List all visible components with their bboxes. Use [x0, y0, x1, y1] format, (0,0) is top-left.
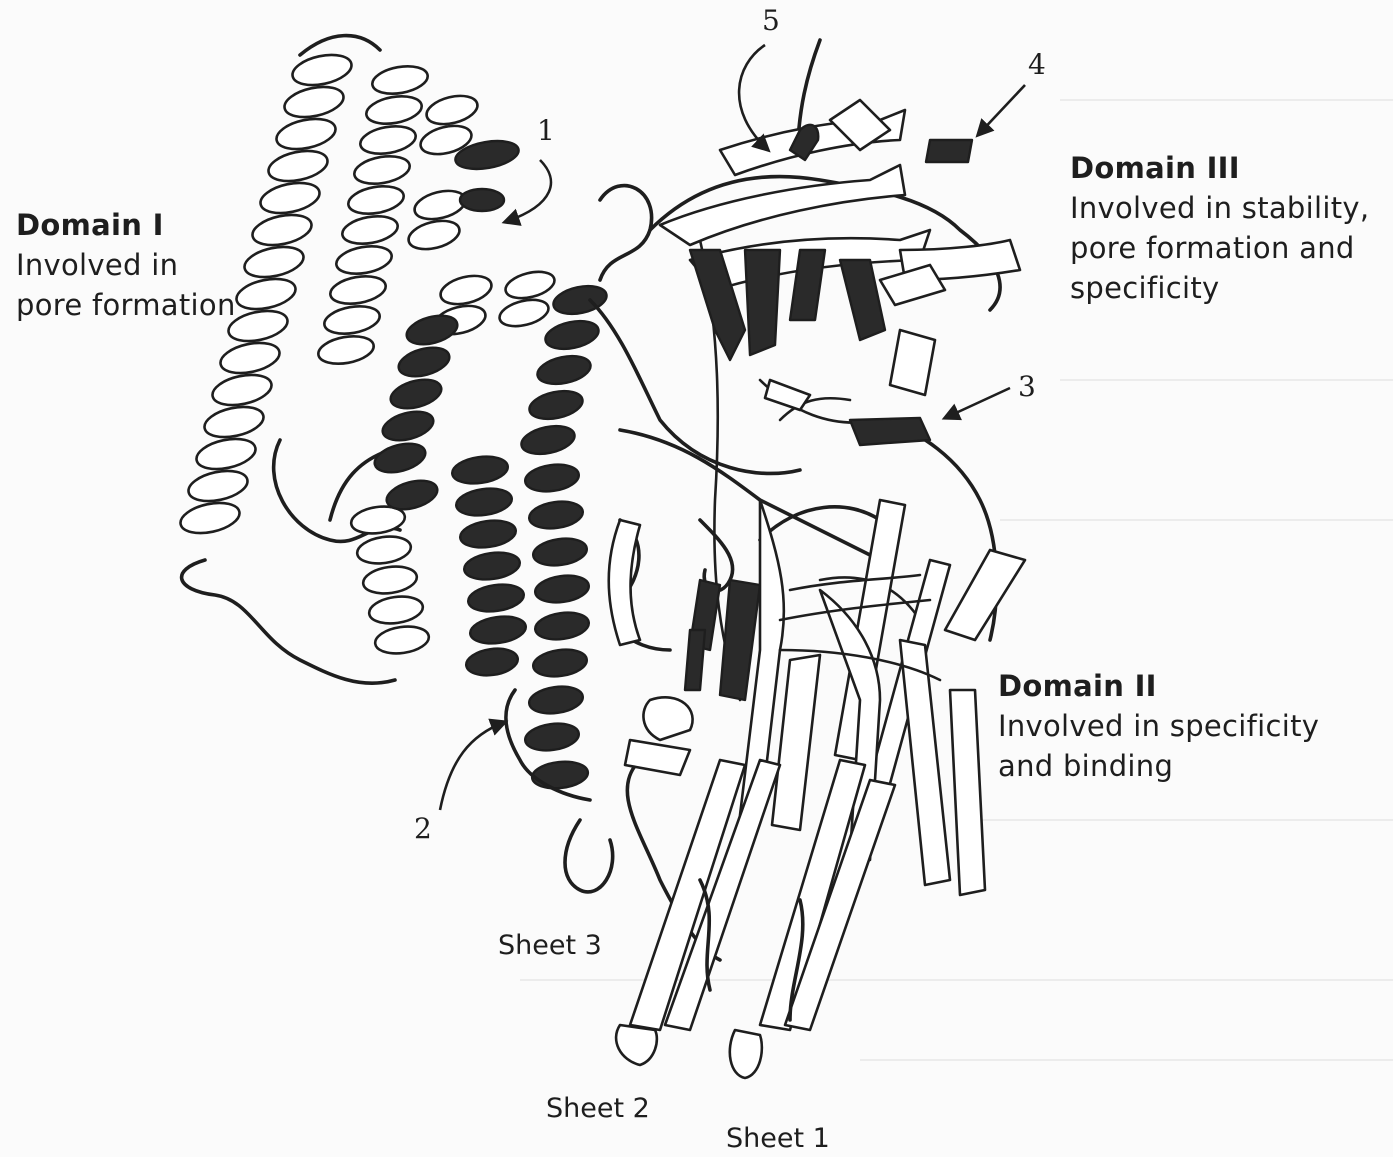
domain-3-heading: Domain III: [1070, 148, 1369, 188]
marker-3: 3: [1018, 370, 1036, 403]
domain-1-heading: Domain I: [16, 205, 236, 245]
sheet-2-label: Sheet 2: [546, 1093, 650, 1124]
domain-3-sheets: [660, 100, 1020, 445]
domain-1-desc-line2: pore formation: [16, 285, 236, 325]
marker-1: 1: [537, 114, 555, 147]
domain-1-desc-line1: Involved in: [16, 245, 236, 285]
domain-2-desc-line2: and binding: [998, 746, 1319, 786]
domain-3-desc-line1: Involved in stability,: [1070, 188, 1369, 228]
domain-2-sheets: [609, 500, 1025, 1078]
domain-3-desc-line3: specificity: [1070, 268, 1369, 308]
marker-5: 5: [762, 4, 780, 37]
domain-2-label: Domain II Involved in specificity and bi…: [998, 666, 1319, 786]
domain-1-label: Domain I Involved in pore formation: [16, 205, 236, 325]
domain-3-label: Domain III Involved in stability, pore f…: [1070, 148, 1369, 308]
sheet-3-label: Sheet 3: [498, 930, 602, 961]
marker-4: 4: [1028, 48, 1046, 81]
marker-2: 2: [414, 812, 432, 845]
domain-2-desc-line1: Involved in specificity: [998, 706, 1319, 746]
domain-3-desc-line2: pore formation and: [1070, 228, 1369, 268]
domain-2-heading: Domain II: [998, 666, 1319, 706]
sheet-1-label: Sheet 1: [726, 1123, 830, 1154]
